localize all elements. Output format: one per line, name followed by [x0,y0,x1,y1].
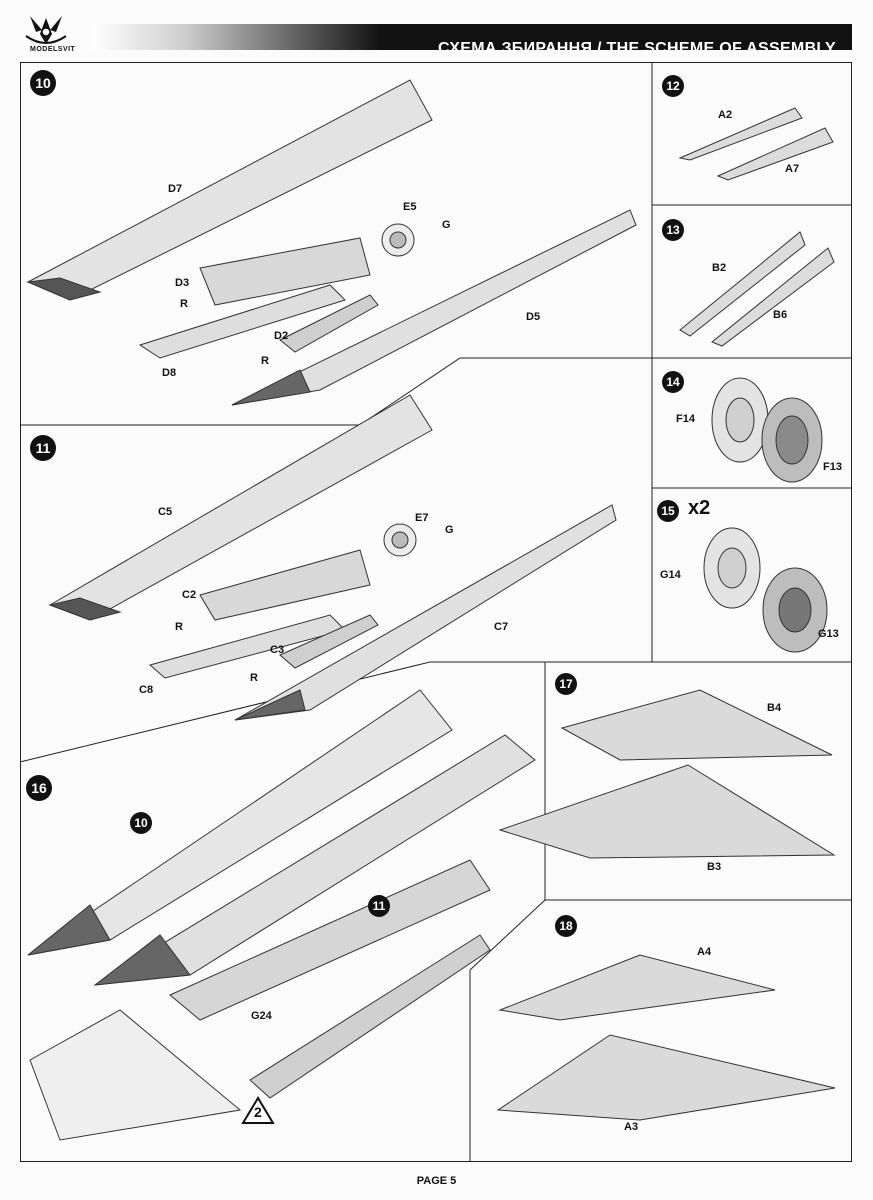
step16-parts [27,689,536,1141]
part-label-f13: F13 [823,461,842,473]
reference-triangle-number: 2 [254,1104,262,1120]
part-label-r: R [250,672,258,684]
page-number: PAGE 5 [416,1175,457,1187]
part-label-d5: D5 [526,311,541,323]
part-label-b2: B2 [712,262,727,274]
page-header: MODELSVIT СХЕМА ЗБИРАННЯ / THE SCHEME OF… [22,10,852,57]
part-label-g14: G14 [660,569,681,581]
sub-assembly-ref-10: 10 [130,812,152,834]
part-label-c8: C8 [139,684,154,696]
reference-triangle [241,1096,275,1124]
logo-brand-text: MODELSVIT [30,46,76,53]
part-label-g: G [445,524,454,536]
step14-wheels [711,377,823,483]
step-badge-13: 13 [662,219,684,241]
part-label-c5: C5 [158,506,173,518]
step-badge-14: 14 [662,371,684,393]
part-label-e7: E7 [415,512,429,524]
part-label-b6: B6 [773,309,788,321]
part-label-a2: A2 [718,109,733,121]
step11-parts [48,394,617,721]
part-label-a4: A4 [697,946,712,958]
panel-dividers [19,62,852,1162]
part-label-c7: C7 [494,621,509,633]
part-label-b3: B3 [707,861,722,873]
title-bar: СХЕМА ЗБИРАННЯ / THE SCHEME OF ASSEMBLY [92,24,852,57]
step-badge-11: 11 [30,435,56,461]
part-label-d8: D8 [162,367,177,379]
sub-assembly-ref-11: 11 [368,895,390,917]
part-label-c3: C3 [270,644,285,656]
step-badge-16: 16 [26,775,52,801]
part-label-r: R [261,355,269,367]
part-label-d3: D3 [175,277,190,289]
part-label-a3: A3 [624,1121,639,1133]
step12-parts [678,107,834,181]
step-badge-12: 12 [662,75,684,97]
step-badge-10: 10 [30,70,56,96]
step17-parts [498,689,836,859]
step-badge-18: 18 [555,915,577,937]
step-badge-15: 15 [657,500,679,522]
modelsvit-logo: MODELSVIT [22,10,92,56]
part-label-e5: E5 [403,201,417,213]
step18-parts [496,954,836,1121]
step-badge-17: 17 [555,673,577,695]
step13-parts [679,231,835,347]
page-title: СХЕМА ЗБИРАННЯ / THE SCHEME OF ASSEMBLY [438,40,836,57]
step10-parts [26,79,637,406]
part-label-g24: G24 [251,1010,272,1022]
part-label-a7: A7 [785,163,800,175]
part-label-r: R [180,298,188,310]
part-label-r: R [175,621,183,633]
part-label-g13: G13 [818,628,839,640]
quantity-multiplier: x2 [688,497,711,519]
part-label-d7: D7 [168,183,183,195]
part-label-b4: B4 [767,702,782,714]
part-label-c2: C2 [182,589,197,601]
assembly-frame [20,62,852,1162]
part-label-d2: D2 [274,330,289,342]
part-label-g: G [442,219,451,231]
step15-wheels [703,527,828,653]
part-label-f14: F14 [676,413,695,425]
